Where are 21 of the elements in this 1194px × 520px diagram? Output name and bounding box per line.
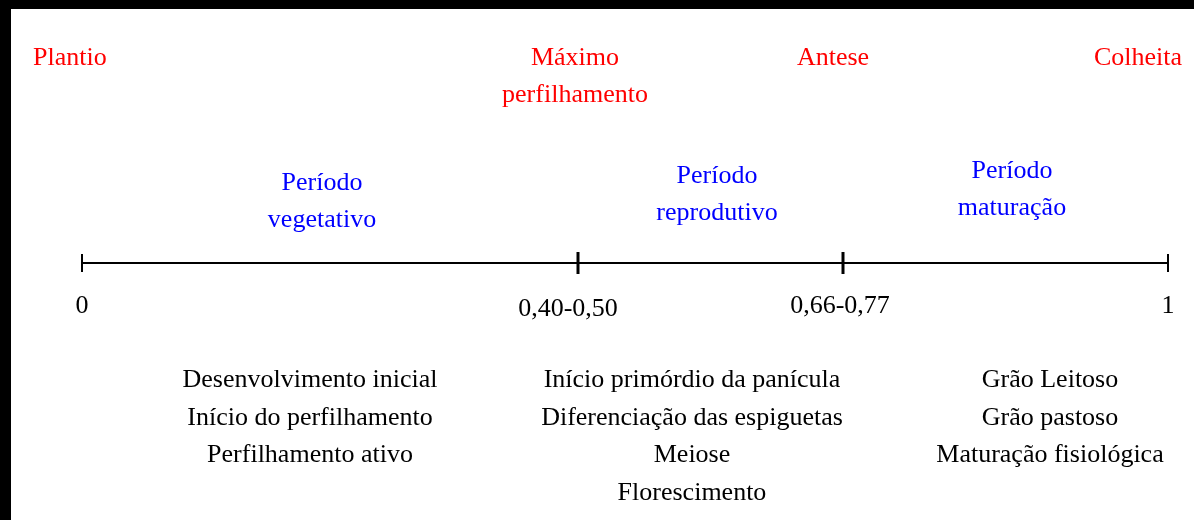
tick-label: 1 bbox=[1161, 289, 1175, 321]
period-label: Período vegetativo bbox=[266, 166, 378, 235]
stage-label: Meiose bbox=[653, 438, 731, 470]
milestone-label: Plantio bbox=[33, 41, 107, 73]
stage-label: Início do perfilhamento bbox=[187, 400, 433, 433]
period-label: Período maturação bbox=[956, 154, 1068, 223]
stage-label: Diferenciação das espiguetas bbox=[541, 400, 843, 433]
stage-label: Grão pastoso bbox=[981, 400, 1119, 433]
milestone-label: Máximo perfilhamento bbox=[501, 41, 649, 110]
stage-label: Florescimento bbox=[617, 475, 767, 508]
milestone-label: Antese bbox=[796, 41, 870, 73]
stage-label: Grão Leitoso bbox=[981, 363, 1119, 395]
tick-label: 0,40-0,50 bbox=[518, 292, 618, 324]
tick-label: 0 bbox=[75, 289, 89, 321]
stage-label: Início primórdio da panícula bbox=[543, 363, 841, 395]
period-label: Período reprodutivo bbox=[655, 159, 779, 228]
stage-label: Maturação fisiológica bbox=[936, 438, 1164, 470]
stage-label: Perfilhamento ativo bbox=[207, 438, 413, 470]
tick-label: 0,66-0,77 bbox=[790, 289, 890, 321]
stage-label: Desenvolvimento inicial bbox=[182, 363, 438, 395]
milestone-label: Colheita bbox=[1093, 41, 1182, 73]
